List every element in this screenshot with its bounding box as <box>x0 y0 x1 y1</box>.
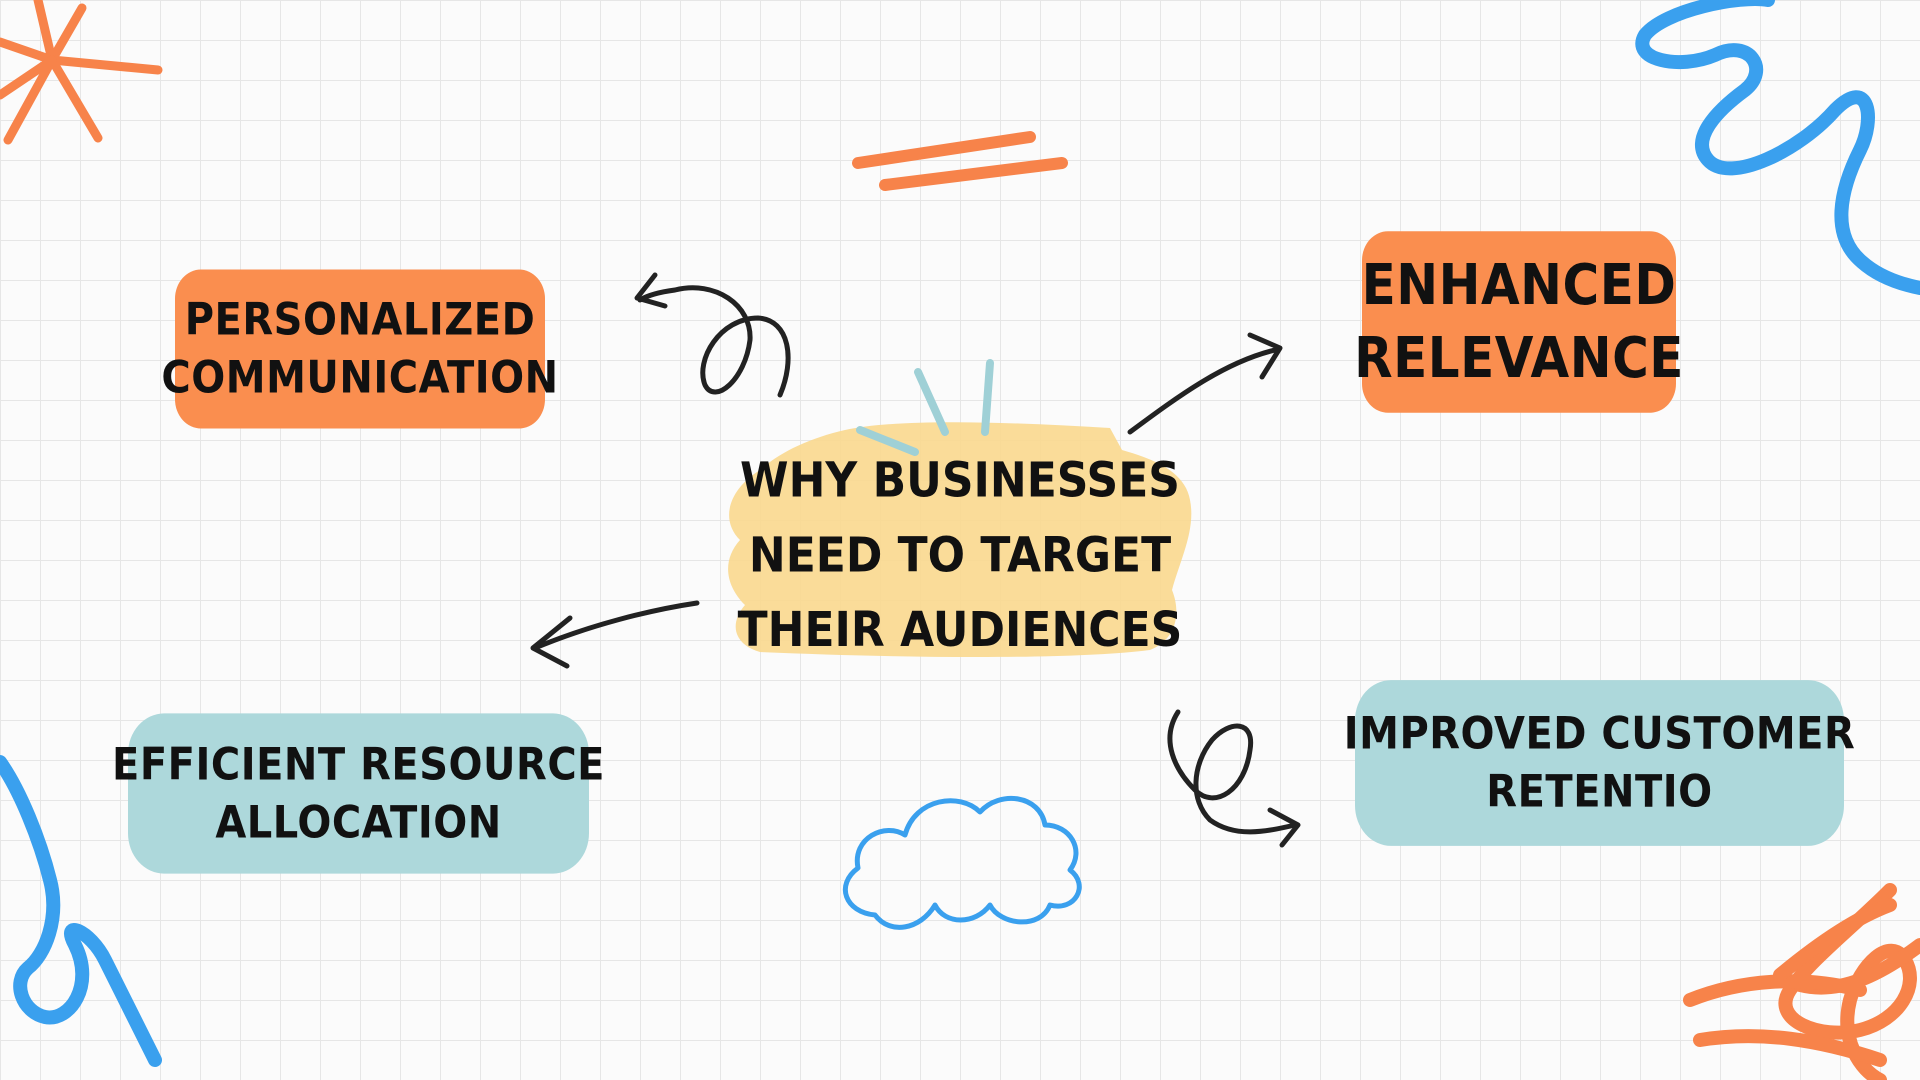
cloud-icon <box>842 796 1082 930</box>
central-title: Why Businesses need to target their audi… <box>735 446 1185 666</box>
node-label-line: Enhanced <box>1361 252 1677 318</box>
node-personalized-communication: Personalized Communication <box>161 269 558 429</box>
node-label-line: Personalized <box>184 294 536 346</box>
node-label-line: Allocation <box>215 796 502 849</box>
node-efficient-resource-allocation: Efficient Resource Allocation <box>112 713 605 874</box>
central-title-line: Why Businesses <box>740 452 1180 509</box>
orange-starburst-icon <box>1683 883 1920 1080</box>
node-label-line: Communication <box>161 352 559 404</box>
central-title-line: their audiences <box>737 602 1183 659</box>
blue-squiggle-icon <box>1635 0 1920 295</box>
central-title-line: need to target <box>748 527 1172 584</box>
node-label-line: Improved Customer <box>1343 708 1856 760</box>
node-label-line: Efficient Resource <box>112 738 606 791</box>
orange-starburst-icon <box>0 0 163 145</box>
node-label-line: Relevance <box>1354 325 1684 391</box>
node-label-line: Retentio <box>1486 766 1713 818</box>
sun-rays-icon <box>856 359 994 456</box>
node-enhanced-relevance: Enhanced Relevance <box>1354 231 1683 413</box>
orange-dash-strokes-icon <box>852 131 1068 191</box>
node-improved-customer-retention: Improved Customer Retentio <box>1344 680 1855 846</box>
